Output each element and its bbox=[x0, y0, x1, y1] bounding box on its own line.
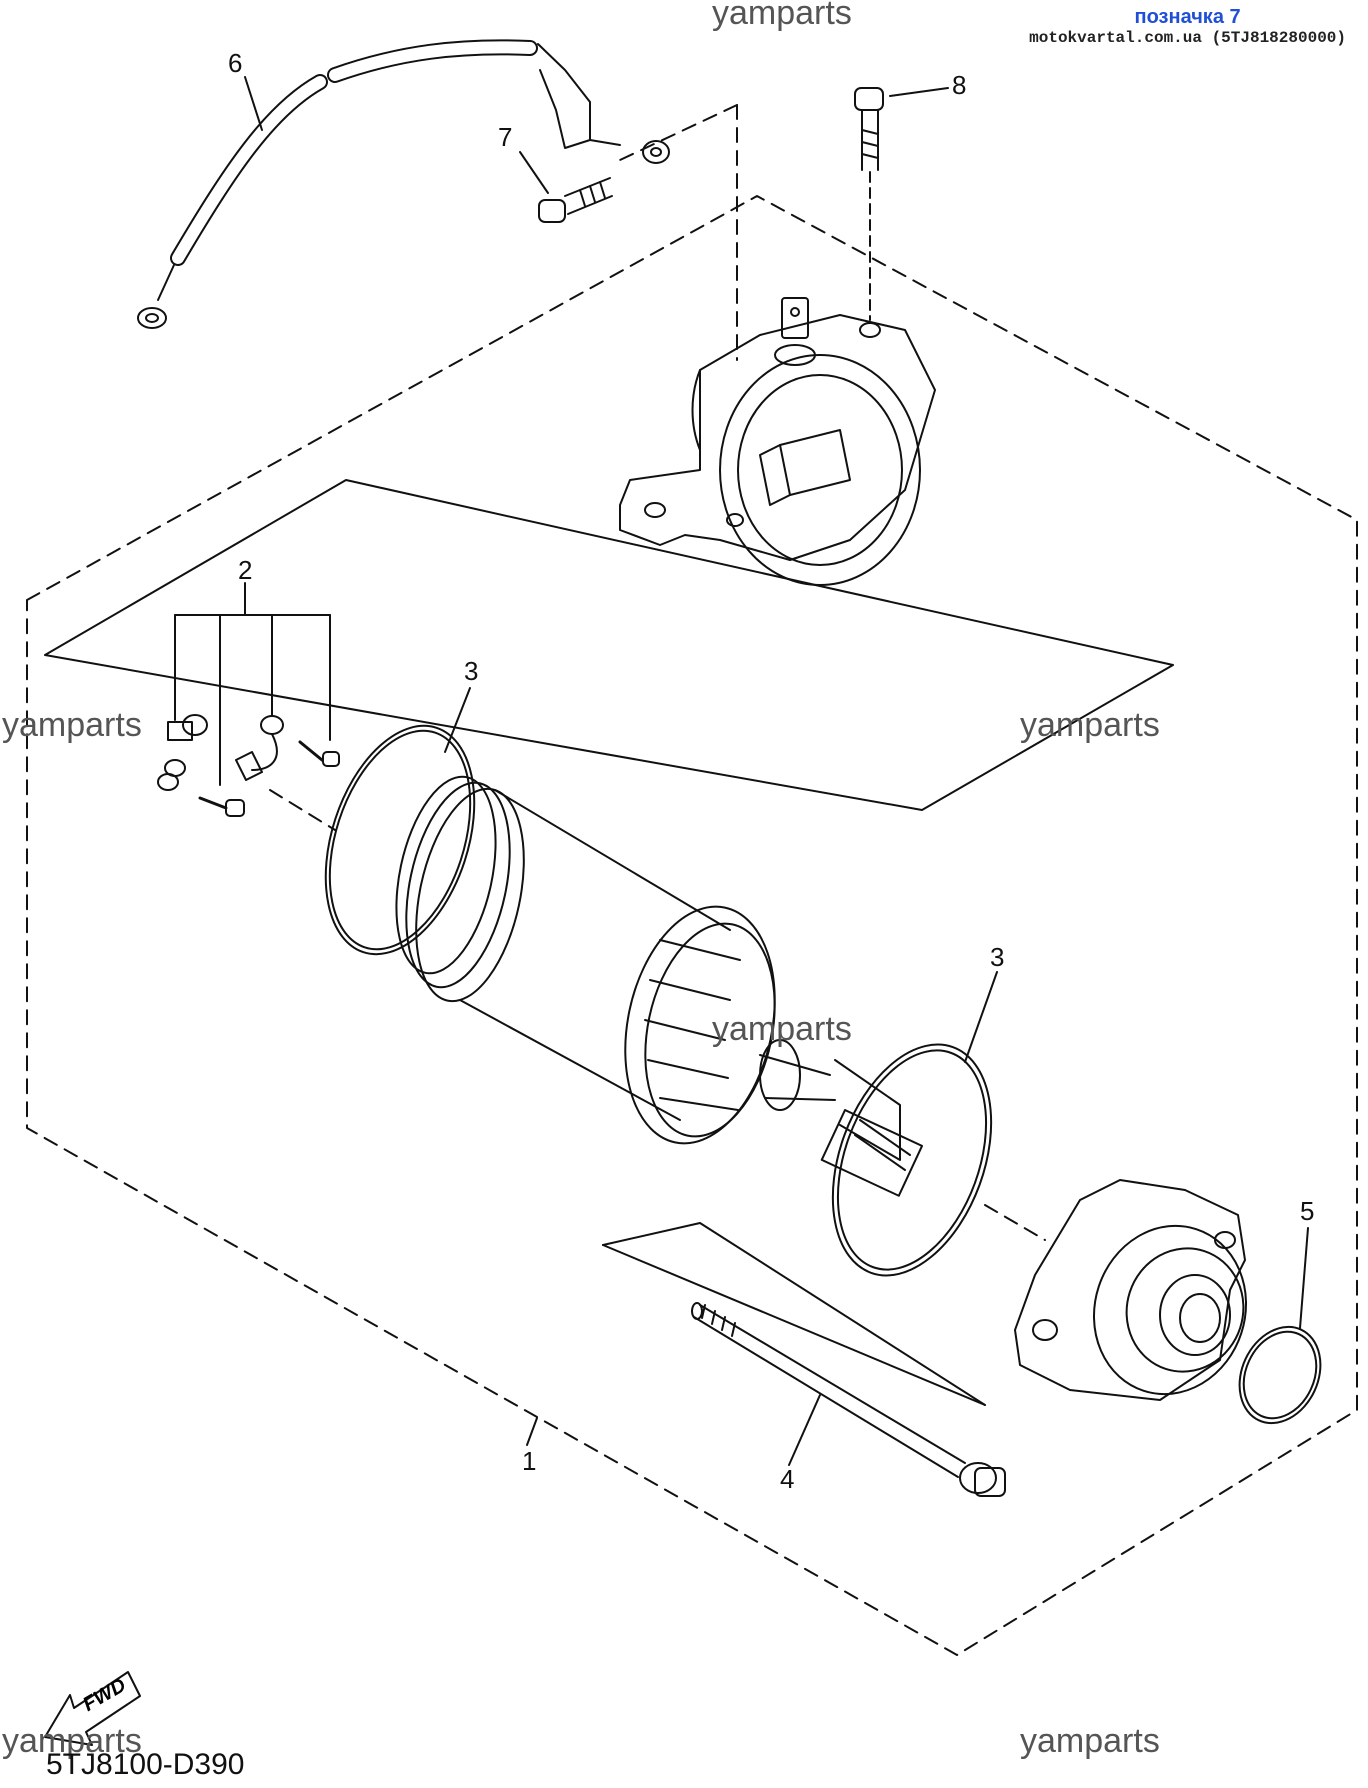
watermark-left: yamparts bbox=[2, 706, 142, 744]
leader-3b bbox=[964, 971, 998, 1063]
callout-5: 5 bbox=[1300, 1196, 1315, 1226]
leader-7 bbox=[519, 151, 549, 194]
callout-6: 6 bbox=[228, 48, 243, 78]
o-ring-3a bbox=[324, 724, 476, 956]
source-badge: позначка 7 motokvartal.com.ua (5TJ818280… bbox=[1029, 6, 1346, 47]
o-ring-3b bbox=[831, 1043, 993, 1277]
leader-6 bbox=[244, 76, 263, 131]
badge-label[interactable]: позначка 7 bbox=[1134, 6, 1241, 28]
watermark-bottom-right: yamparts bbox=[1020, 1722, 1160, 1760]
leader-5 bbox=[1299, 1227, 1309, 1329]
leader-3a bbox=[444, 687, 471, 753]
watermark-right: yamparts bbox=[1020, 706, 1160, 744]
brush-set bbox=[157, 594, 340, 831]
badge-site: motokvartal.com.ua (5TJ818280000) bbox=[1029, 29, 1346, 47]
leader-8 bbox=[889, 87, 949, 97]
callout-2: 2 bbox=[238, 555, 253, 585]
callout-3b: 3 bbox=[990, 942, 1005, 972]
bolt-7 bbox=[538, 177, 613, 223]
watermark-top: yamparts bbox=[712, 0, 852, 32]
end-cover bbox=[984, 1179, 1248, 1401]
o-ring-5 bbox=[1238, 1325, 1322, 1425]
lead-wire bbox=[137, 39, 670, 329]
armature bbox=[395, 775, 924, 1197]
callout-8: 8 bbox=[952, 70, 967, 100]
callout-4: 4 bbox=[780, 1464, 795, 1494]
watermark-bottom-left: yamparts bbox=[2, 1722, 142, 1760]
cover-group-frame bbox=[602, 1222, 986, 1406]
through-bolt bbox=[691, 1302, 1006, 1497]
callout-7: 7 bbox=[498, 122, 513, 152]
leader-1 bbox=[526, 1417, 538, 1446]
starter-housing bbox=[619, 297, 936, 586]
leader-4 bbox=[788, 1394, 821, 1466]
assembly-boundary bbox=[26, 195, 1358, 1656]
callout-3a: 3 bbox=[464, 656, 479, 686]
fwd-arrow-icon bbox=[44, 1671, 141, 1746]
callout-1: 1 bbox=[522, 1446, 537, 1476]
diagram-code: 5TJ8100-D390 bbox=[46, 1748, 245, 1781]
bolt-8 bbox=[854, 87, 884, 321]
armature-group-frame bbox=[44, 479, 1174, 811]
watermark-center: yamparts bbox=[712, 1010, 852, 1048]
